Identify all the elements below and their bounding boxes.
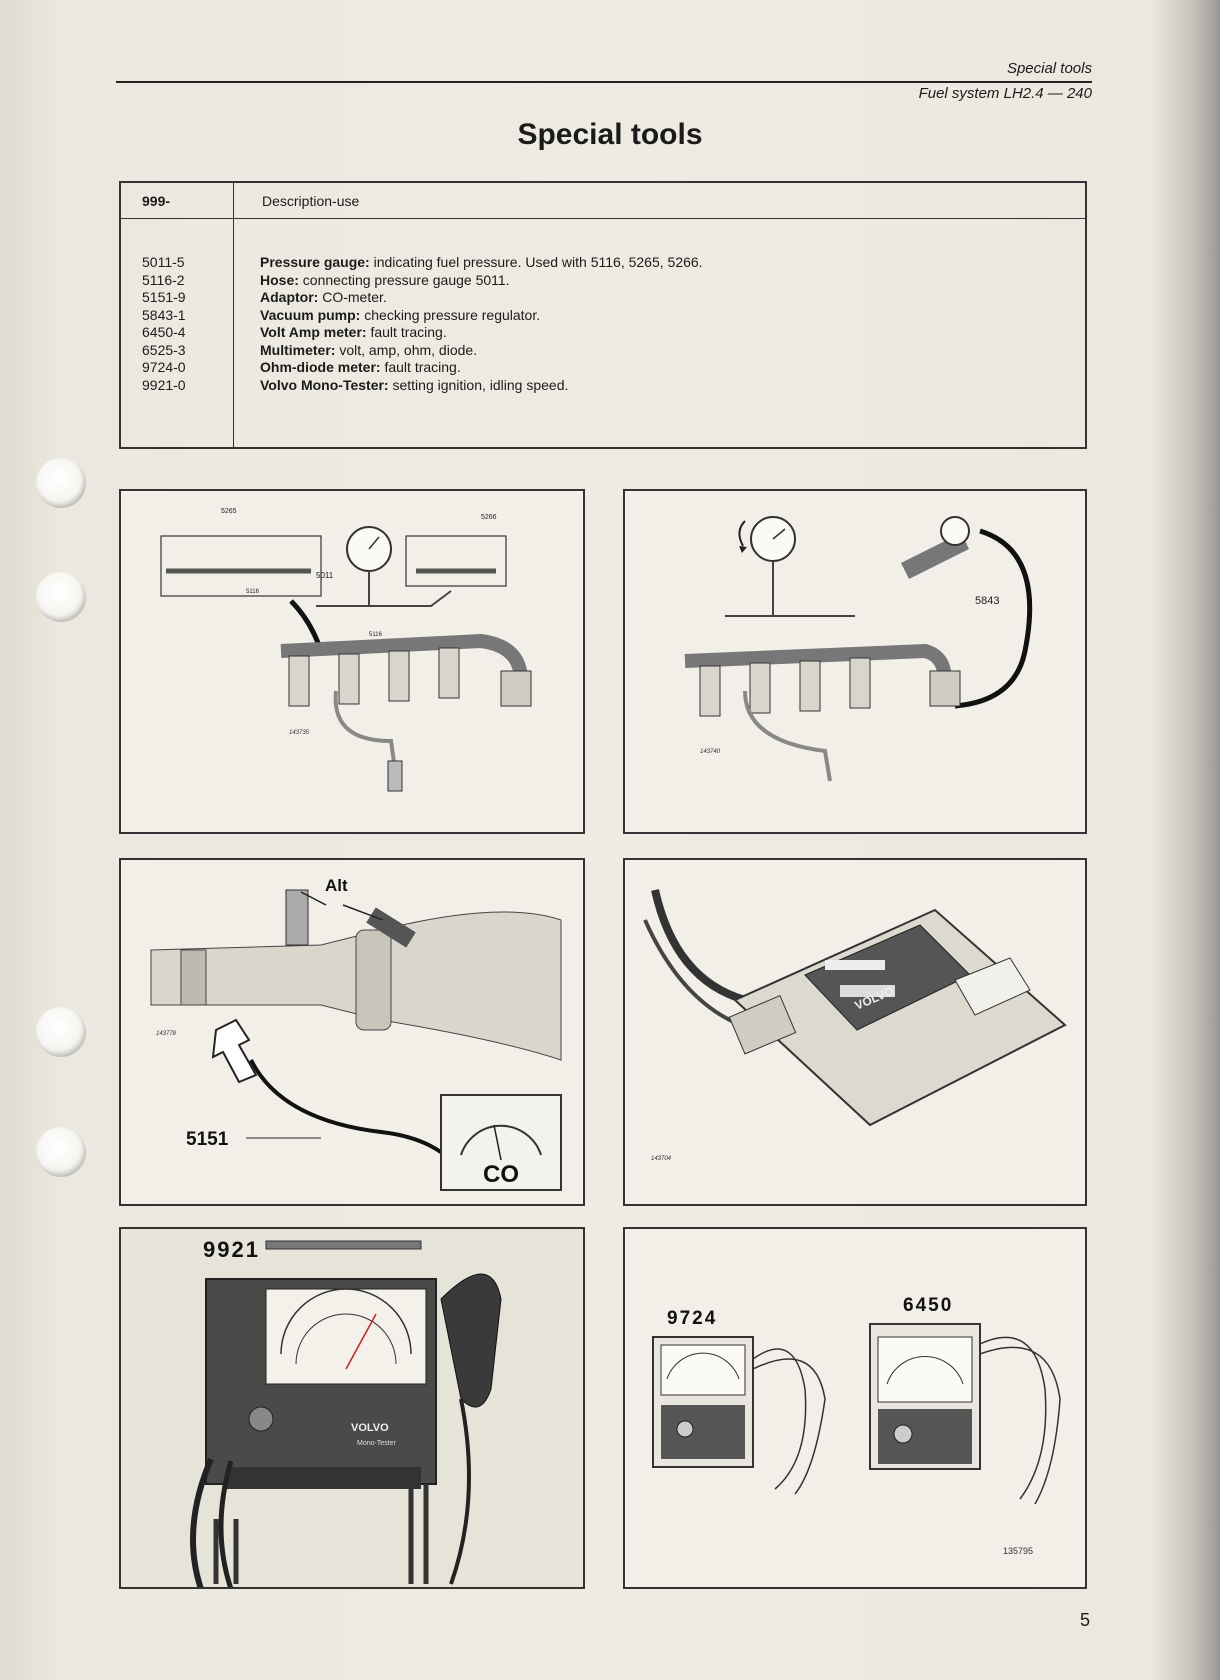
header-rule — [116, 81, 1092, 83]
table-divider — [233, 183, 234, 447]
binder-hole — [36, 572, 86, 622]
tool-description: Adaptor: CO-meter. — [260, 289, 387, 305]
figure-ref: 143704 — [651, 1156, 672, 1162]
figure-multimeter: VOLVO 143704 — [623, 858, 1087, 1206]
tool-description: Multimeter: volt, amp, ohm, diode. — [260, 341, 478, 358]
tool-description: Hose: connecting pressure gauge 5011. — [260, 271, 510, 288]
label-9921: 9921 — [203, 1237, 260, 1262]
header-section: Special tools — [1006, 60, 1092, 77]
description-column: Pressure gauge: indicating fuel pressure… — [260, 254, 703, 394]
vacuum-pump-illustration: 5843 143740 — [684, 516, 1033, 782]
tool-code: 5011-5 — [142, 254, 185, 270]
figure-pressure-gauge: 5265 5266 5011 5116 5116 143735 — [119, 489, 585, 834]
figure-mono-tester: 9921 VOLVO Mono-Tester — [119, 1227, 585, 1589]
tools-table: 999- Description-use 5011-5 5116-2 5151-… — [119, 181, 1087, 449]
meters-illustration: 9724 6450 135795 — [652, 1295, 1061, 1556]
brand-label: VOLVO — [351, 1422, 389, 1434]
label-5266: 5266 — [481, 514, 497, 521]
table-header-code: 999- — [142, 193, 171, 209]
label-6450: 6450 — [903, 1295, 953, 1316]
table-divider — [121, 218, 1085, 219]
multimeter-illustration: VOLVO 143704 — [643, 889, 1067, 1162]
page-title: Special tools — [517, 118, 703, 151]
tool-description: Vacuum pump: checking pressure regulator… — [260, 306, 541, 323]
tool-code: 5151-9 — [142, 289, 186, 305]
tool-description: Ohm-diode meter: fault tracing. — [260, 359, 461, 375]
tool-code: 6450-4 — [142, 324, 186, 340]
figure-ref: 143740 — [700, 749, 721, 755]
tool-code: 5843-1 — [142, 306, 186, 323]
figure-ref: 143735 — [289, 730, 310, 736]
binder-hole — [36, 458, 86, 508]
tool-description: Pressure gauge: indicating fuel pressure… — [260, 254, 703, 270]
label-5843: 5843 — [975, 595, 999, 607]
tool-description: Volvo Mono-Tester: setting ignition, idl… — [260, 376, 569, 393]
mono-tester-illustration: 9921 VOLVO Mono-Tester — [121, 1229, 583, 1587]
figure-ref: 135795 — [1003, 1546, 1033, 1556]
tool-code: 9921-0 — [142, 376, 186, 393]
figure-vacuum-pump: 5843 143740 — [623, 489, 1087, 834]
co-adaptor-illustration: Alt 5151 CO 143778 — [150, 876, 562, 1191]
figure-ref: 143778 — [156, 1031, 177, 1037]
label-9724: 9724 — [667, 1308, 717, 1329]
tool-code: 9724-0 — [142, 359, 186, 375]
label-5116: 5116 — [369, 632, 383, 638]
model-label: Mono-Tester — [357, 1440, 397, 1447]
header-subtitle: Fuel system LH2.4 — 240 — [918, 85, 1092, 102]
tool-description: Volt Amp meter: fault tracing. — [260, 324, 447, 340]
code-column: 5011-5 5116-2 5151-9 5843-1 6450-4 6525-… — [142, 254, 186, 394]
tool-code: 5116-2 — [142, 271, 185, 288]
binder-hole — [36, 1007, 86, 1057]
label-5151: 5151 — [186, 1129, 229, 1150]
label-co: CO — [483, 1161, 519, 1188]
table-header-description: Description-use — [262, 193, 360, 209]
label-5116: 5116 — [246, 589, 260, 595]
figure-meters: 9724 6450 135795 — [623, 1227, 1087, 1589]
binder-hole — [36, 1127, 86, 1177]
fuel-rail-gauge-illustration: 5265 5266 5011 5116 5116 143735 — [160, 508, 532, 792]
tool-code: 6525-3 — [142, 341, 186, 358]
figure-co-adaptor: Alt 5151 CO 143778 — [119, 858, 585, 1206]
label-alt: Alt — [325, 876, 348, 895]
label-5011: 5011 — [316, 571, 334, 580]
label-5265: 5265 — [221, 508, 237, 515]
page-number: 5 — [1080, 1610, 1091, 1630]
